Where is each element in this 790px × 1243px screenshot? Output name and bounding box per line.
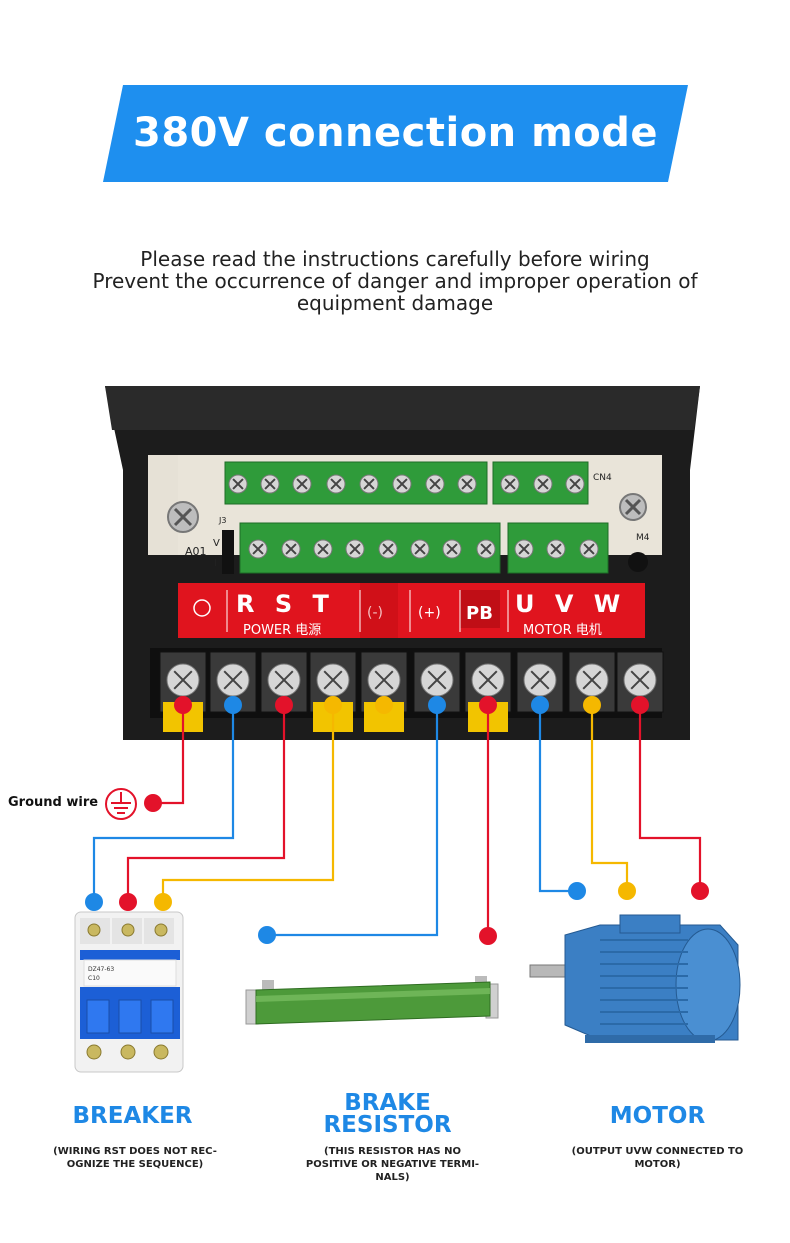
brake-resistor-illustration bbox=[245, 976, 499, 1025]
breaker-note: (WIRING RST DOES NOT REC- OGNIZE THE SEQ… bbox=[53, 1146, 217, 1170]
power-terminal-screw-icon bbox=[367, 663, 401, 697]
jumper-j3 bbox=[222, 530, 234, 574]
power-terminal-screw-icon bbox=[523, 663, 557, 697]
ground-wire-label: Ground wire bbox=[8, 795, 99, 810]
connection-dot bbox=[375, 696, 393, 714]
svg-text:POWER 电源: POWER 电源 bbox=[243, 623, 321, 638]
connection-dot bbox=[479, 927, 497, 945]
svg-text:MOTOR 电机: MOTOR 电机 bbox=[523, 623, 602, 638]
svg-text:J3: J3 bbox=[218, 516, 226, 525]
terminal-screw-icon bbox=[392, 474, 412, 494]
terminal-label-strip bbox=[178, 583, 645, 638]
terminal-screw-icon bbox=[565, 474, 585, 494]
svg-text:I: I bbox=[214, 558, 217, 569]
title-banner: 380V connection mode bbox=[103, 85, 688, 182]
motor-illustration bbox=[529, 914, 741, 1043]
svg-text:DZ47-63: DZ47-63 bbox=[88, 966, 114, 973]
intro-line-1: Please read the instructions carefully b… bbox=[140, 247, 650, 271]
resistor-title: BRAKE RESISTOR bbox=[323, 1090, 452, 1138]
inverter-panel: J3 V I A01 CN4 M4 R S T POWER 电源 (-) (+)… bbox=[105, 386, 700, 740]
terminal-screw-icon bbox=[345, 539, 365, 559]
terminal-screw-icon bbox=[228, 474, 248, 494]
terminal-screw-icon bbox=[425, 474, 445, 494]
svg-text:(-): (-) bbox=[367, 605, 383, 621]
svg-text:V: V bbox=[213, 538, 220, 549]
connection-dot bbox=[119, 893, 137, 911]
wire-t bbox=[161, 705, 335, 902]
connection-dot bbox=[258, 926, 276, 944]
svg-text:R S T: R S T bbox=[236, 590, 335, 618]
banner-shape bbox=[103, 85, 688, 182]
connection-dot bbox=[583, 696, 601, 714]
power-terminal-screw-icon bbox=[623, 663, 657, 697]
page-title: 380V connection mode bbox=[133, 110, 658, 156]
intro-line-2: Prevent the occurrence of danger and imp… bbox=[92, 269, 698, 293]
wire-w bbox=[638, 705, 702, 891]
terminal-screw-icon bbox=[326, 474, 346, 494]
power-terminal-screw-icon bbox=[166, 663, 200, 697]
terminal-screw-icon bbox=[313, 539, 333, 559]
ground-symbol-icon bbox=[193, 599, 211, 617]
power-terminal-screw-icon bbox=[471, 663, 505, 697]
connection-dot bbox=[174, 696, 192, 714]
breaker-illustration: DZ47-63 C10 bbox=[74, 911, 184, 1073]
power-terminal-screw-icon bbox=[267, 663, 301, 697]
connection-dot bbox=[568, 882, 586, 900]
terminal-screw-icon bbox=[476, 539, 496, 559]
resistor-note: (THIS RESISTOR HAS NO POSITIVE OR NEGATI… bbox=[305, 1146, 480, 1183]
terminal-screw-icon bbox=[533, 474, 553, 494]
connection-dot bbox=[428, 696, 446, 714]
power-terminal-screw-icon bbox=[420, 663, 454, 697]
svg-text:(+): (+) bbox=[418, 605, 441, 621]
motor-note: (OUTPUT UVW CONNECTED TO MOTOR) bbox=[571, 1146, 744, 1170]
wire-u bbox=[538, 705, 577, 893]
terminal-screw-icon bbox=[514, 539, 534, 559]
power-terminal-screw-icon bbox=[575, 663, 609, 697]
connection-dot bbox=[224, 696, 242, 714]
power-terminal-screw-icon bbox=[216, 663, 250, 697]
terminal-screw-icon bbox=[457, 474, 477, 494]
svg-text:U V W: U V W bbox=[515, 590, 626, 618]
svg-text:C10: C10 bbox=[88, 975, 100, 982]
terminal-screw-icon bbox=[292, 474, 312, 494]
terminal-screw-icon bbox=[546, 539, 566, 559]
terminal-screw-icon bbox=[260, 474, 280, 494]
connection-dot bbox=[154, 893, 172, 911]
svg-text:M4: M4 bbox=[636, 533, 650, 543]
intro-line-3: equipment damage bbox=[296, 291, 494, 315]
power-terminal-screw-icon bbox=[316, 663, 350, 697]
terminal-screw-icon bbox=[442, 539, 462, 559]
terminal-screw-icon bbox=[281, 539, 301, 559]
terminal-screw-icon bbox=[378, 539, 398, 559]
connection-dot bbox=[691, 882, 709, 900]
connection-dot bbox=[531, 696, 549, 714]
ground-icon bbox=[105, 788, 137, 820]
terminal-screw-icon bbox=[359, 474, 379, 494]
svg-text:PB: PB bbox=[466, 603, 493, 624]
wire-v bbox=[590, 705, 629, 891]
svg-text:A01: A01 bbox=[185, 545, 207, 558]
breaker-title: BREAKER bbox=[72, 1103, 193, 1129]
svg-text:CN4: CN4 bbox=[593, 473, 612, 483]
terminal-screw-icon bbox=[500, 474, 520, 494]
wire-s bbox=[126, 705, 286, 902]
wire-r bbox=[92, 705, 235, 902]
wire-plus bbox=[267, 705, 439, 937]
connection-dot bbox=[85, 893, 103, 911]
terminal-screw-icon bbox=[579, 539, 599, 559]
connection-dot bbox=[324, 696, 342, 714]
connection-dot bbox=[618, 882, 636, 900]
connection-dot bbox=[144, 794, 162, 812]
connection-dot bbox=[275, 696, 293, 714]
connection-dot bbox=[631, 696, 649, 714]
wire-ground bbox=[153, 705, 185, 805]
terminal-screw-icon bbox=[410, 539, 430, 559]
motor-title: MOTOR bbox=[609, 1103, 706, 1129]
terminal-screw-icon bbox=[248, 539, 268, 559]
connection-dot bbox=[479, 696, 497, 714]
